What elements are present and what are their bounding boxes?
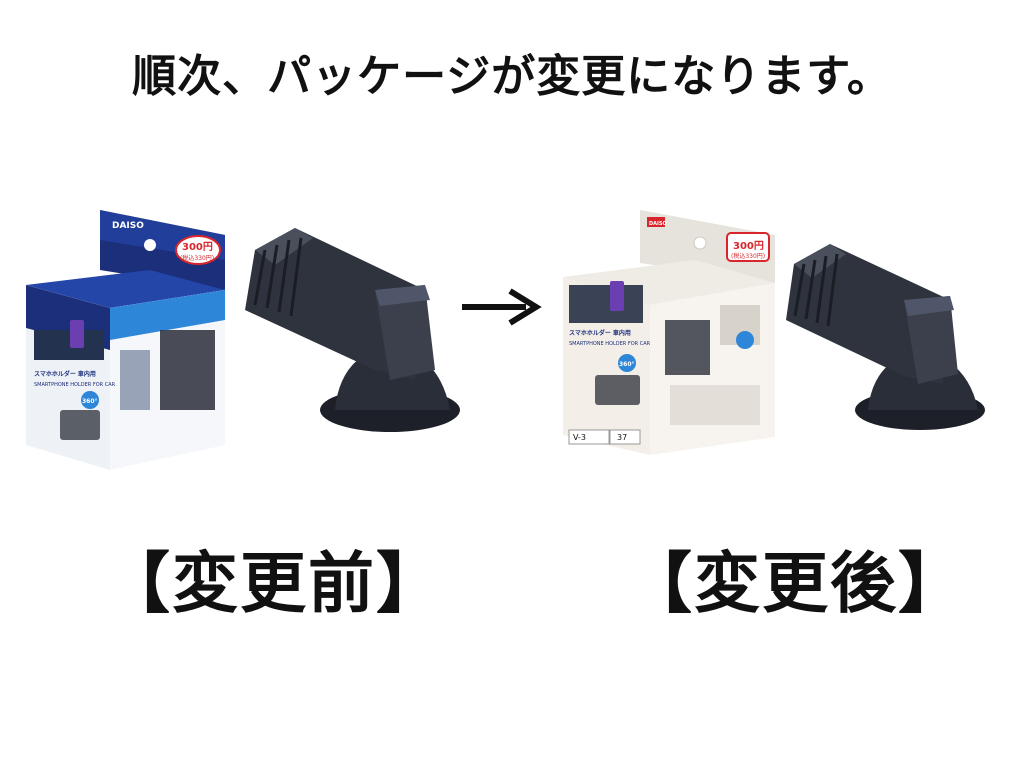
after-price-label: 300円	[733, 240, 764, 252]
package-after-image: DAISO 300円 (税込330円) スマホホルダー 車内用 SMARTPHO…	[563, 210, 775, 455]
headline: 順次、パッケージが変更になります。	[132, 51, 892, 102]
holder-before-image	[245, 228, 460, 432]
after-code-label: V-3	[573, 433, 586, 442]
after-number-label: 37	[617, 433, 627, 442]
before-title-en: SMARTPHONE HOLDER FOR CAR	[34, 382, 116, 388]
after-brand-label: DAISO	[649, 221, 667, 227]
arrow-right-icon	[462, 288, 542, 326]
caption-after: 【変更後】	[626, 545, 966, 622]
before-price-tax-label: (税込330円)	[180, 254, 214, 262]
after-title-en: SMARTPHONE HOLDER FOR CAR	[569, 341, 651, 347]
before-badge: 360°	[82, 398, 98, 405]
before-title-jp: スマホホルダー 車内用	[34, 370, 96, 378]
caption-before: 【変更前】	[104, 545, 444, 622]
before-price-label: 300円	[182, 241, 213, 253]
holder-after-image	[786, 244, 985, 430]
after-title-jp: スマホホルダー 車内用	[569, 329, 631, 337]
after-badge: 360°	[619, 361, 635, 368]
after-price-tax-label: (税込330円)	[731, 252, 765, 260]
before-brand-label: DAISO	[112, 221, 144, 231]
package-before-image: DAISO 300円 (税込330円) スマホホルダー 車内用 SMARTPHO…	[26, 210, 225, 470]
